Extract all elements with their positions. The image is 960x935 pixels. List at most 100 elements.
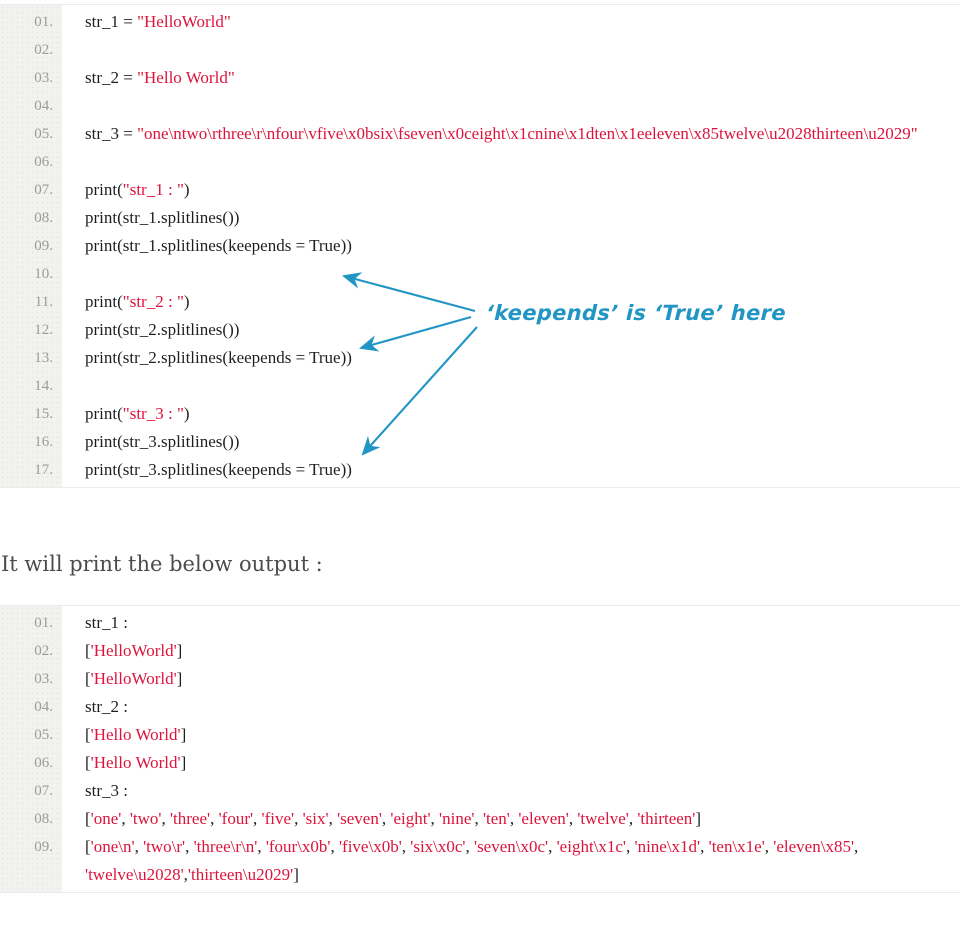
code-line: 02.['HelloWorld'] (0, 637, 960, 665)
line-number: 05. (34, 727, 53, 743)
code-token: ) (183, 404, 190, 423)
code-token: , (401, 837, 411, 856)
code-token: , (381, 809, 391, 828)
string-literal: 'twelve' (577, 809, 629, 828)
code-token: print(str_1.splitlines()) (85, 208, 240, 227)
line-number: 17. (34, 462, 53, 478)
code-text: ['one\n', 'two\r', 'three\r\n', 'four\x0… (62, 833, 960, 889)
code-block-output: 01. str_1 : 02.['HelloWorld'] 03. ['HelloWor… (0, 605, 960, 893)
line-number: 16. (34, 434, 53, 450)
code-text: ['Hello World'] (62, 721, 960, 749)
code-text: print("str_2 : ") (62, 288, 960, 316)
code-token: , (257, 837, 266, 856)
code-token: , (210, 809, 219, 828)
line-number: 10. (34, 266, 53, 282)
code-text: str_1 : (62, 609, 960, 637)
code-text: ['HelloWorld'] (62, 665, 960, 693)
string-literal: 'one\n' (90, 837, 135, 856)
line-number: 09. (34, 238, 53, 254)
code-token: , (294, 809, 303, 828)
line-number: 09. (34, 839, 53, 855)
line-number: 05. (34, 126, 53, 142)
code-line: 06. (0, 148, 960, 176)
code-line: 09. print(str_1.splitlines(keepends = Tru… (0, 232, 960, 260)
code-line: 15.print("str_3 : ") (0, 400, 960, 428)
code-token: , (626, 837, 635, 856)
line-number: 12. (34, 322, 53, 338)
code-token: [ (85, 809, 91, 828)
code-token: ) (183, 180, 190, 199)
code-text: str_2 = "Hello World" (62, 64, 960, 92)
string-literal: 'eight' (390, 809, 431, 828)
code-line: 08.['one', 'two', 'three', 'four', 'five… (0, 805, 960, 833)
code-token: , (568, 809, 578, 828)
code-line: 12. print(str_2.splitlines()) (0, 316, 960, 344)
line-number: 02. (34, 42, 53, 58)
line-number: 03. (34, 671, 53, 687)
code-token: str_1 : (85, 613, 128, 632)
code-line: 14. (0, 372, 960, 400)
code-text (62, 36, 960, 64)
code-line: 01.str_1 = "HelloWorld" (0, 8, 960, 36)
string-literal: 'ten' (482, 809, 510, 828)
string-literal: "str_1 : " (122, 180, 184, 199)
line-number: 07. (34, 783, 53, 799)
code-text: ['one', 'two', 'three', 'four', 'five', … (62, 805, 960, 833)
code-line: 09. ['one\n', 'two\r', 'three\r\n', 'four… (0, 833, 960, 889)
line-number: 04. (34, 98, 53, 114)
code-token: , (474, 809, 483, 828)
string-literal: "str_3 : " (122, 404, 184, 423)
string-literal: 'Hello World' (90, 753, 181, 772)
line-number: 06. (34, 154, 53, 170)
code-line: 07.print("str_1 : ") (0, 176, 960, 204)
string-literal: 'thirteen\u2029' (187, 865, 294, 884)
code-text: print(str_3.splitlines()) (62, 428, 960, 456)
line-number: 01. (34, 615, 53, 631)
code-line: 04.str_2 : (0, 693, 960, 721)
code-token: , (161, 809, 170, 828)
string-literal: 'nine\x1d' (634, 837, 701, 856)
string-literal: 'six' (302, 809, 329, 828)
code-text: ['HelloWorld'] (62, 637, 960, 665)
code-line: 16. print(str_3.splitlines()) (0, 428, 960, 456)
code-block-source: 01.str_1 = "HelloWorld" 02. 03. str_2 = "He… (0, 4, 960, 488)
string-literal: 'nine' (439, 809, 475, 828)
code-text: str_3 = "one\ntwo\rthree\r\nfour\vfive\x… (62, 120, 960, 148)
string-literal: 'three\r\n' (193, 837, 258, 856)
line-number-gutter (0, 606, 62, 892)
code-token: print(str_3.splitlines(keepends = True)) (85, 460, 352, 479)
string-literal: 'four' (218, 809, 254, 828)
code-token: , (548, 837, 557, 856)
code-line: 11.print("str_2 : ") (0, 288, 960, 316)
code-token: , (183, 865, 188, 884)
string-literal: 'four\x0b' (265, 837, 331, 856)
code-token: str_3 : (85, 781, 128, 800)
string-literal: "Hello World" (137, 68, 235, 87)
code-token: str_1 = (85, 12, 138, 31)
code-line: 07. str_3 : (0, 777, 960, 805)
code-token: , (509, 809, 519, 828)
string-literal: 'two' (129, 809, 162, 828)
line-number: 03. (34, 70, 53, 86)
code-text: print(str_1.splitlines(keepends = True)) (62, 232, 960, 260)
code-line: 01. str_1 : (0, 609, 960, 637)
code-token: ] (176, 641, 183, 660)
string-literal: 'ten\x1e' (708, 837, 765, 856)
code-line: 03. str_2 = "Hello World" (0, 64, 960, 92)
code-text: str_1 = "HelloWorld" (62, 8, 960, 36)
line-number-gutter (0, 5, 62, 487)
code-text: print(str_1.splitlines()) (62, 204, 960, 232)
string-literal: 'six\x0c' (410, 837, 466, 856)
code-line: 17. print(str_3.splitlines(keepends = Tru… (0, 456, 960, 484)
string-literal: "one\ntwo\rthree\r\nfour\vfive\x0bsix\fs… (137, 124, 918, 143)
code-token: str_3 = (85, 124, 138, 143)
code-line: 06.['Hello World'] (0, 749, 960, 777)
code-token: print( (85, 292, 123, 311)
code-token: print(str_2.splitlines()) (85, 320, 240, 339)
code-line: 03. ['HelloWorld'] (0, 665, 960, 693)
string-literal: 'three' (169, 809, 211, 828)
line-number: 08. (34, 210, 53, 226)
code-token: , (185, 837, 194, 856)
code-token: [ (85, 725, 91, 744)
code-token: , (134, 837, 144, 856)
